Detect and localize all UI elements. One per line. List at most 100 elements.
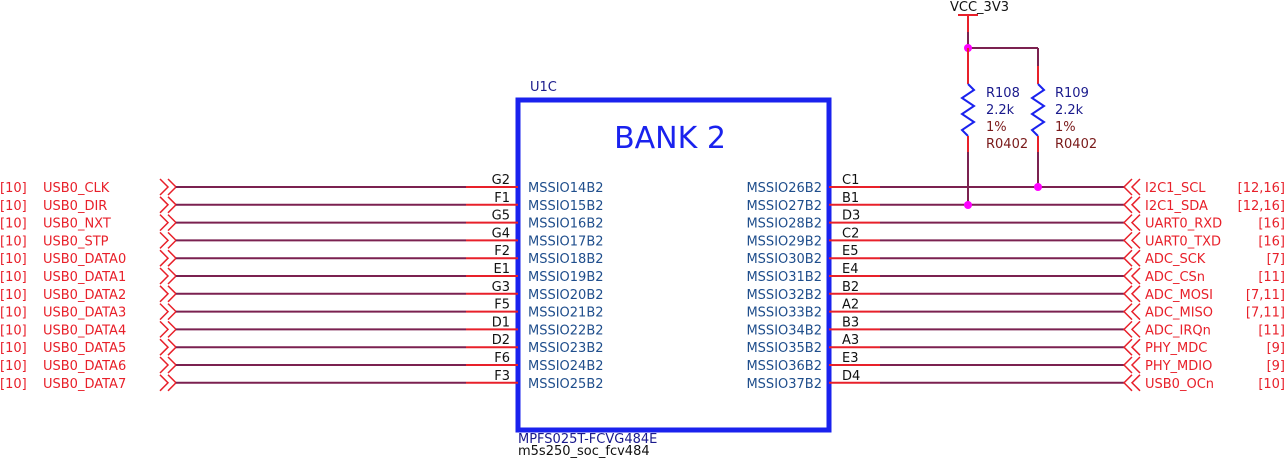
net-label[interactable]: USB0_DATA1 <box>43 270 126 285</box>
net-label[interactable]: USB0_DIR <box>43 199 107 214</box>
net-label[interactable]: ADC_SCK <box>1145 252 1206 267</box>
pin-number: A3 <box>842 333 859 348</box>
port-chevron-icon <box>167 356 178 374</box>
net-label[interactable]: UART0_RXD <box>1145 217 1222 232</box>
port-chevron-icon <box>1122 267 1133 285</box>
sheet-ref: [10] <box>0 199 27 214</box>
port-chevron-icon <box>167 320 178 338</box>
net-label[interactable]: USB0_DATA7 <box>43 377 126 392</box>
component-body[interactable] <box>515 97 832 433</box>
pin-name: MSSIO30B2 <box>746 252 822 267</box>
pin-number: C2 <box>842 226 859 241</box>
pin-number: E4 <box>842 262 859 277</box>
r109-resistor-icon[interactable] <box>1030 83 1046 137</box>
net-label[interactable]: USB0_OCn <box>1145 377 1214 392</box>
sheet-ref: [10] <box>1258 377 1285 392</box>
net-label[interactable]: USB0_DATA3 <box>43 306 126 321</box>
port-chevron-icon <box>159 249 170 267</box>
net-label[interactable]: USB0_DATA4 <box>43 323 126 338</box>
r108-resistor-icon[interactable] <box>960 83 976 137</box>
pin-number: E3 <box>842 351 859 366</box>
port-chevron-icon <box>1122 231 1133 249</box>
net-label[interactable]: USB0_NXT <box>43 217 111 232</box>
net-label[interactable]: USB0_DATA2 <box>43 288 126 303</box>
port-chevron-icon <box>159 374 170 392</box>
sheet-ref: [12,16] <box>1238 199 1285 214</box>
port-chevron-icon <box>159 214 170 232</box>
port-chevron-icon <box>159 231 170 249</box>
port-chevron-icon <box>167 178 178 196</box>
port-chevron-icon <box>159 178 170 196</box>
net-label[interactable]: USB0_DATA5 <box>43 341 126 356</box>
pin-name: MSSIO21B2 <box>528 306 604 321</box>
sheet-ref: [9] <box>1267 359 1285 374</box>
pin-name: MSSIO31B2 <box>746 270 822 285</box>
net-label[interactable]: USB0_STP <box>43 234 109 249</box>
r108-value: 2.2k <box>986 103 1015 118</box>
port-chevron-icon <box>159 338 170 356</box>
pin-number: D4 <box>842 369 860 384</box>
sheet-ref: [10] <box>0 217 27 232</box>
port-chevron-icon <box>1122 374 1133 392</box>
net-label[interactable]: I2C1_SCL <box>1145 181 1206 196</box>
pin-number: G2 <box>492 173 510 188</box>
pin-number: F6 <box>494 351 510 366</box>
net-label[interactable]: ADC_IRQn <box>1145 323 1211 338</box>
port-chevron-icon <box>1122 178 1133 196</box>
net-label[interactable]: I2C1_SDA <box>1145 199 1208 214</box>
port-chevron-icon <box>1130 356 1141 374</box>
net-label[interactable]: PHY_MDC <box>1145 341 1207 356</box>
sheet-ref: [7,11] <box>1246 288 1285 303</box>
net-label[interactable]: ADC_MISO <box>1145 306 1213 321</box>
sheet-ref: [10] <box>0 341 27 356</box>
net-label[interactable]: UART0_TXD <box>1145 234 1221 249</box>
net-label[interactable]: USB0_DATA0 <box>43 252 126 267</box>
net-label[interactable]: ADC_CSn <box>1145 270 1205 285</box>
port-chevron-icon <box>1130 338 1141 356</box>
net-label[interactable]: USB0_DATA6 <box>43 359 126 374</box>
net-label[interactable]: PHY_MDIO <box>1145 359 1212 374</box>
sheet-ref: [10] <box>0 306 27 321</box>
port-chevron-icon <box>159 196 170 214</box>
port-chevron-icon <box>1122 249 1133 267</box>
pin-name: MSSIO25B2 <box>528 377 604 392</box>
sheet-ref: [10] <box>0 234 27 249</box>
sheet-ref: [10] <box>0 359 27 374</box>
port-chevron-icon <box>167 231 178 249</box>
net-label[interactable]: USB0_CLK <box>43 181 110 196</box>
sheet-ref: [11] <box>1258 323 1285 338</box>
sheet-ref: [11] <box>1258 270 1285 285</box>
r109-value: 2.2k <box>1055 103 1084 118</box>
port-chevron-icon <box>1130 196 1141 214</box>
net-label[interactable]: ADC_MOSI <box>1145 288 1213 303</box>
pin-name: MSSIO32B2 <box>746 288 822 303</box>
pin-number: D3 <box>842 209 860 224</box>
port-chevron-icon <box>159 356 170 374</box>
left-pin-group: [10]USB0_CLKG2MSSIO14B2[10]USB0_DIRF1MSS… <box>0 173 604 392</box>
sheet-ref: [16] <box>1258 217 1285 232</box>
